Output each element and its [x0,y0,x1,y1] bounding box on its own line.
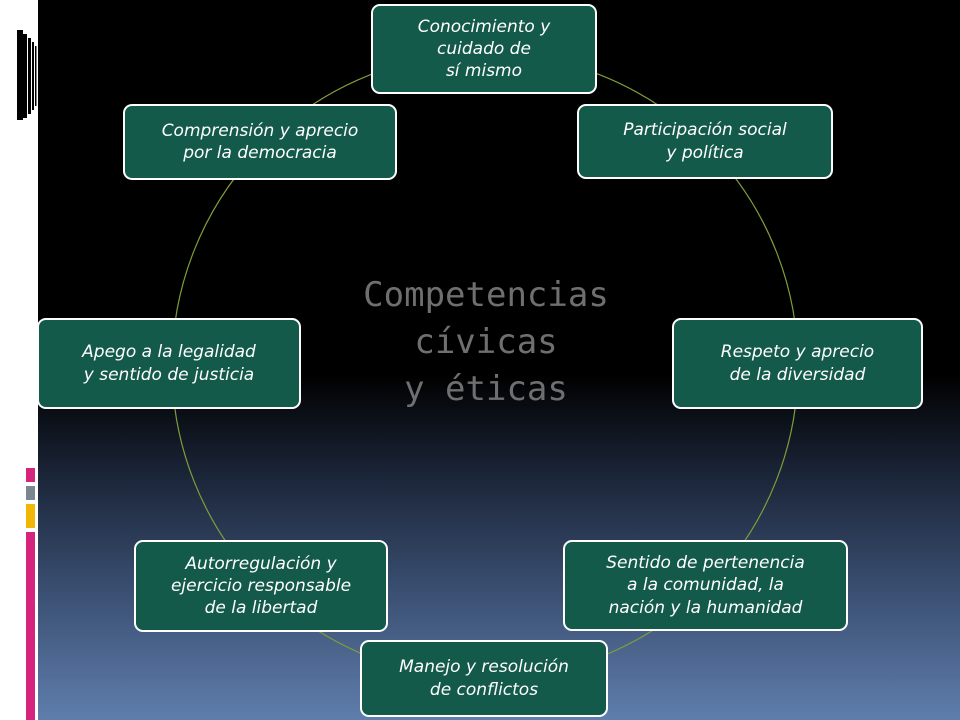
accent-bars [26,468,36,720]
node-autorregulacion: Autorregulación y ejercicio responsable … [134,540,388,632]
node-conocimiento: Conocimiento y cuidado de sí mismo [371,4,597,94]
pink-bar-long [26,532,35,720]
center-title: Competencias cívicas y éticas [363,275,609,409]
node-participacion: Participación social y política [577,104,833,179]
yellow-bar [26,504,35,528]
node-democracia: Comprensión y aprecio por la democracia [123,104,397,180]
gray-bar [26,486,35,500]
pink-bar [26,468,35,482]
node-pertenencia: Sentido de pertenencia a la comunidad, l… [563,540,848,631]
left-margin-strip [0,0,38,720]
node-respeto: Respeto y aprecio de la diversidad [672,318,923,409]
decorative-logo-icon [17,30,37,120]
node-manejo: Manejo y resolución de conflictos [360,640,608,717]
node-legalidad: Apego a la legalidad y sentido de justic… [37,318,301,409]
